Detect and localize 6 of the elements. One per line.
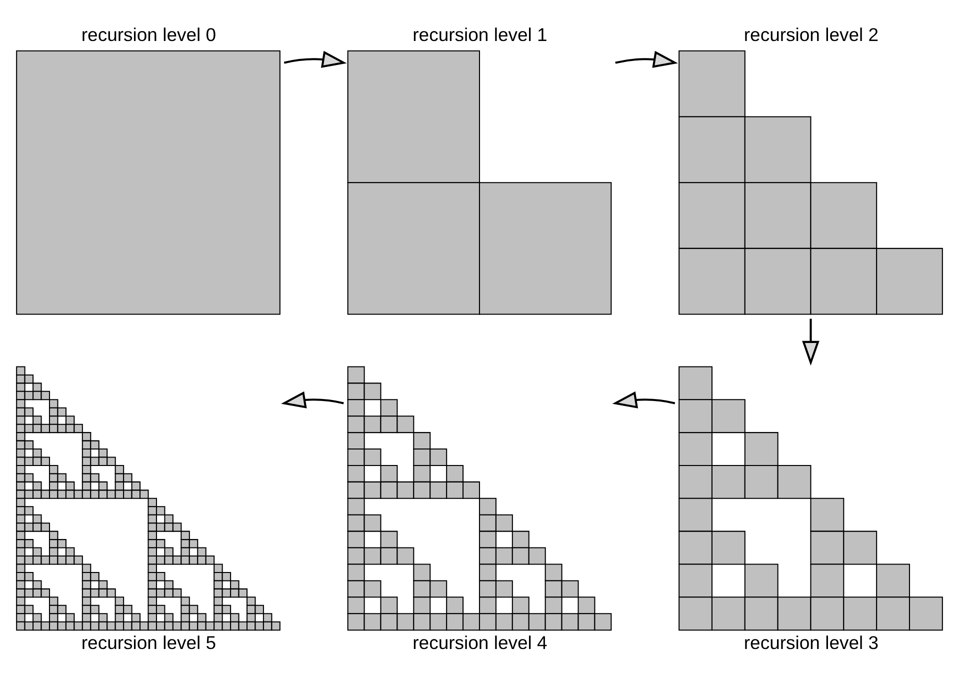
node-text: recursion level 5 bbox=[81, 632, 216, 654]
node-label: recursion level 1 bbox=[412, 24, 548, 46]
node-label: recursion level 4 bbox=[412, 632, 548, 654]
node-label: recursion level 2 bbox=[744, 24, 879, 46]
node-label: recursion level 3 bbox=[744, 632, 879, 654]
node-label: recursion level 0 bbox=[81, 24, 216, 46]
